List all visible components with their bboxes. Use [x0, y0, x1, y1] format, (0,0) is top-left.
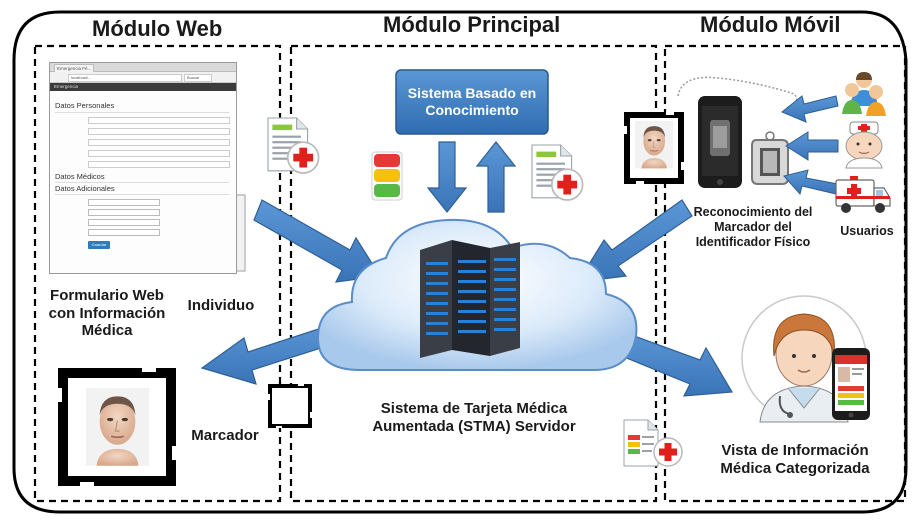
label-server: Sistema de Tarjeta Médica Aumentada (STM…: [372, 400, 576, 435]
label-reconocimiento: Reconocimiento del Marcador del Identifi…: [693, 205, 813, 249]
label-usuarios: Usuarios: [840, 224, 894, 238]
id-tag-icon: [751, 131, 789, 185]
arrow-users-2: [785, 131, 839, 161]
title-modulo-web: Módulo Web: [92, 16, 223, 41]
title-modulo-movil: Módulo Móvil: [700, 12, 841, 37]
ar-marker-icon: [58, 368, 176, 486]
section-additional: Datos Adicionales: [55, 184, 115, 193]
arrow-users-1: [781, 95, 839, 123]
panel-web: [33, 44, 282, 503]
section-medical: Datos Médicos: [55, 172, 105, 181]
label-vista: Vista de Información Médica Categorizada: [720, 442, 870, 477]
panel-principal: [289, 44, 658, 503]
traffic-light-icon: [371, 151, 403, 201]
form-submit-button: Guardar: [88, 241, 110, 249]
browser-search: Buscar: [184, 74, 212, 82]
browser-url: localhost/...: [68, 74, 182, 82]
label-marcador: Marcador: [191, 427, 259, 444]
arrow-down-kb: [426, 141, 468, 213]
nurse-icon: [845, 121, 883, 169]
server-rack-icon: [420, 240, 520, 358]
knowledge-system-label: Sistema Basado en Conocimiento: [407, 84, 537, 119]
arrow-up-kb: [475, 141, 517, 213]
label-individuo: Individuo: [187, 297, 255, 314]
users-group-icon: [842, 72, 886, 116]
ambulance-icon: [835, 176, 891, 213]
phone-doctor-icon: [832, 348, 870, 420]
panel-movil: [663, 44, 907, 503]
label-formulario: Formulario Web con Información Médica: [48, 287, 166, 340]
arrow-users-3: [783, 169, 839, 196]
browser-tab: Emergencia Fé...: [54, 64, 94, 72]
phone-icon: [677, 76, 798, 188]
form-header: Emergencia: [54, 84, 79, 89]
web-form-screenshot: Emergencia Fé... localhost/... Buscar Em…: [49, 62, 237, 274]
ar-marker-small-icon: [268, 384, 312, 428]
knowledge-system-box: [395, 69, 549, 135]
document-traffic-icon: [623, 419, 683, 467]
section-personal: Datos Personales: [55, 101, 115, 110]
marker-photo-mobile: [624, 112, 684, 184]
title-modulo-principal: Módulo Principal: [383, 12, 561, 37]
